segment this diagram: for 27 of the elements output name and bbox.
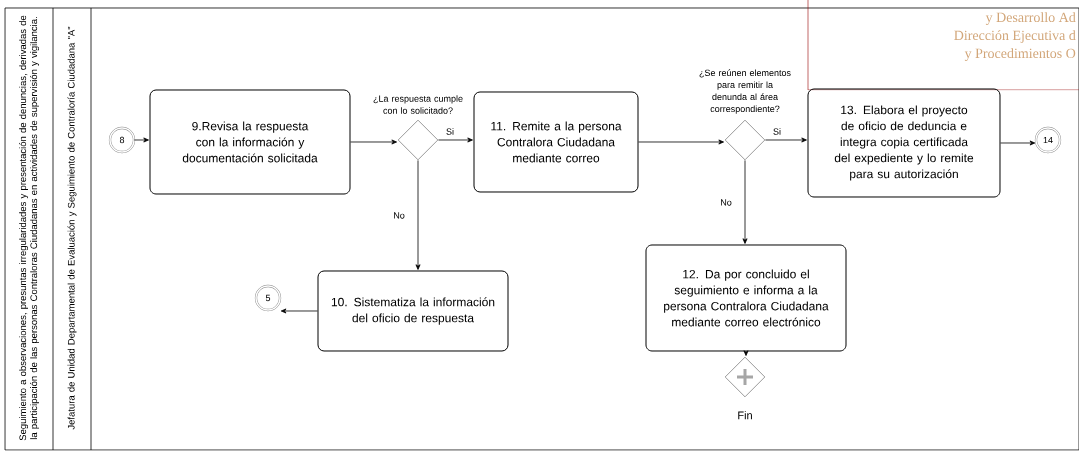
stamp-text: Dirección Ejecutiva d — [954, 30, 1076, 43]
stamp-text: y Procedimientos O — [964, 48, 1076, 61]
edge-label: Si — [445, 127, 455, 136]
question-text: ¿Se reúnen elementos para remitir la denunda al área correspondiente? — [699, 69, 791, 114]
arrow — [280, 308, 318, 314]
arrow — [438, 137, 473, 143]
arrow — [1000, 140, 1036, 146]
edge-label: No — [392, 211, 406, 220]
arrow — [743, 350, 749, 356]
question-text: ¿La respuesta cumple con lo solicitado? — [373, 95, 463, 114]
arrow — [350, 139, 397, 145]
edge-label: Si — [772, 127, 782, 136]
arrow — [742, 160, 748, 244]
arrow — [133, 137, 149, 143]
edge-label: No — [719, 198, 733, 207]
process-box: 12. Da por concluido el seguimiento e informa a la persona Contralora Ciudadana mediante correo electrónico — [645, 244, 847, 352]
lane-header: Jefatura de Unidad Departamental de Evaluación y Seguimiento de Contraloría Ciudadana "A" — [67, 26, 77, 430]
process-box: 9.Revisa la respuesta con la información y documentación solicitada — [149, 89, 351, 195]
process-box: 13. Elabora el proyecto de oficio de deduncia e integra copia certificada del expediente y lo remite para su autorización — [807, 88, 1001, 198]
arrow — [415, 160, 421, 270]
process-box: 10. Sistematiza la información del oficio de respuesta — [317, 270, 509, 352]
process-box: 11. Remite a la persona Contralora Ciudadana mediante correo — [473, 91, 639, 193]
arrow — [765, 137, 807, 143]
end-label: Fin — [738, 411, 752, 420]
stamp-text: y Desarrollo Ad — [985, 12, 1076, 25]
arrow — [638, 139, 724, 145]
lane-header: Seguimiento a observaciones, presuntas irregularidades y presentación de denuncias, derivadas de la participación de las personas Contraloras Ciudadanas en actividades de supervisión y vigilancia. — [19, 15, 39, 441]
